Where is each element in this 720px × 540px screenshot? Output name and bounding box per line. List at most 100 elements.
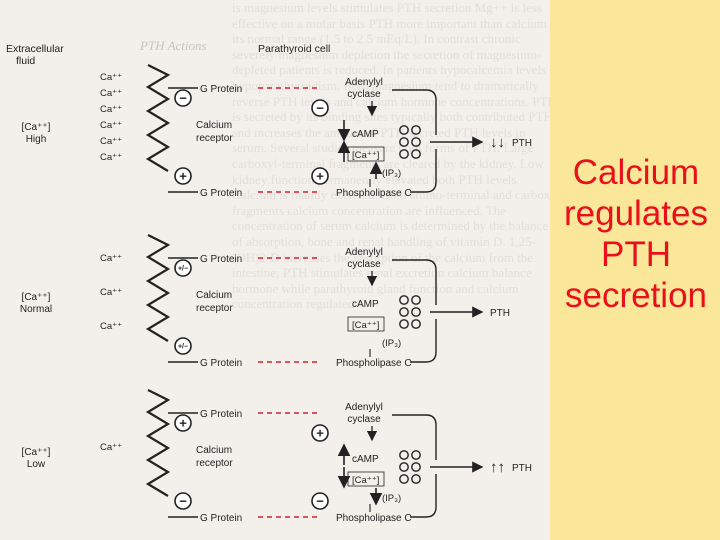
- ip3-label: (IP₃): [382, 493, 401, 504]
- receptor-top-sign: +: [179, 416, 187, 431]
- extracellular-heading-line2: fluid: [16, 55, 35, 67]
- adenylyl-label-line1: Adenylyl: [345, 77, 383, 88]
- pth-label: PTH: [490, 308, 510, 319]
- g-protein-bottom-label: G Protein: [200, 513, 242, 524]
- receptor-membrane-zigzag: [145, 64, 171, 172]
- receptor-bottom-sign: +/−: [178, 344, 188, 351]
- adenylyl-pathway-bracket: [392, 414, 437, 460]
- pth-label: PTH: [512, 138, 532, 149]
- phospholipase-pathway-bracket: [410, 149, 437, 193]
- ecf-state-label: Low: [27, 459, 46, 470]
- slide-title-line: Calcium: [572, 153, 700, 192]
- parathyroid-cell-heading: Parathyroid cell: [258, 43, 330, 55]
- receptor-label-line2: receptor: [196, 303, 233, 314]
- pth-change-arrows: ↑↑: [490, 459, 505, 476]
- ecf-calcium-label: [Ca⁺⁺]: [22, 122, 51, 133]
- phospholipase-pathway-bracket: [410, 319, 437, 363]
- slide-title-line: regulates: [564, 194, 708, 233]
- receptor-label-line2: receptor: [196, 458, 233, 469]
- adenylyl-label-line2: cyclase: [347, 259, 381, 270]
- ecf-state-label: High: [26, 134, 47, 145]
- pth-vesicle: [411, 474, 421, 484]
- phospholipase-label: Phospholipase C: [336, 513, 412, 524]
- receptor-label-line1: Calcium: [196, 290, 232, 301]
- adenylyl-sign-circle: [311, 424, 329, 442]
- pth-vesicle: [399, 125, 409, 135]
- receptor-label-line1: Calcium: [196, 445, 232, 456]
- pth-vesicle: [411, 149, 421, 159]
- receptor-membrane-zigzag: [145, 234, 171, 342]
- panel-normal: [Ca⁺⁺]NormalCa⁺⁺Ca⁺⁺Ca⁺⁺Calciumreceptor+…: [20, 234, 510, 369]
- pth-label: PTH: [512, 463, 532, 474]
- adenylyl-label-line2: cyclase: [347, 89, 381, 100]
- pth-vesicle: [399, 450, 409, 460]
- g-protein-top-label: G Protein: [200, 409, 242, 420]
- ecf-calcium-label: [Ca⁺⁺]: [22, 447, 51, 458]
- intracellular-calcium-label: [Ca⁺⁺]: [352, 320, 379, 331]
- adenylyl-label-line1: Adenylyl: [345, 402, 383, 413]
- receptor-label-line1: Calcium: [196, 120, 232, 131]
- intracellular-calcium-label: [Ca⁺⁺]: [352, 475, 379, 486]
- intracellular-calcium-label: [Ca⁺⁺]: [352, 150, 379, 161]
- pth-vesicle: [411, 137, 421, 147]
- phospholipase-label: Phospholipase C: [336, 188, 412, 199]
- phospholipase-sign: +: [316, 169, 324, 184]
- receptor-bottom-sign: −: [179, 494, 187, 509]
- intracellular-calcium-box: [347, 471, 385, 487]
- phospholipase-sign: −: [316, 494, 324, 509]
- adenylyl-sign: −: [316, 101, 324, 116]
- ecf-calcium-label: [Ca⁺⁺]: [22, 292, 51, 303]
- camp-label: cAMP: [352, 129, 379, 140]
- camp-label: cAMP: [352, 299, 379, 310]
- camp-label: cAMP: [352, 454, 379, 465]
- adenylyl-label-line2: cyclase: [347, 414, 381, 425]
- adenylyl-sign: +: [316, 426, 324, 441]
- calcium-receptor-diagram: Extracellular fluid Parathyroid cell PTH…: [6, 38, 532, 524]
- receptor-top-sign: +/−: [178, 266, 188, 273]
- g-protein-bottom-label: G Protein: [200, 188, 242, 199]
- pth-vesicle: [399, 474, 409, 484]
- slide-title-line: PTH: [601, 235, 671, 274]
- receptor-bottom-sign-circle: [174, 492, 192, 510]
- extracellular-heading-line1: Extracellular: [6, 43, 64, 55]
- pth-vesicle: [411, 307, 421, 317]
- extracellular-calcium-ion: Ca⁺⁺: [100, 120, 122, 131]
- ecf-state-label: Normal: [20, 304, 52, 315]
- pth-vesicle: [399, 307, 409, 317]
- background-textbook-text: is magnesium levels stimulates PTH secre…: [232, 0, 550, 312]
- extracellular-calcium-ion: Ca⁺⁺: [100, 72, 122, 83]
- receptor-top-sign-circle: [174, 414, 192, 432]
- phospholipase-sign-circle: [311, 492, 329, 510]
- pth-vesicle: [399, 137, 409, 147]
- extracellular-calcium-ion: Ca⁺⁺: [100, 152, 122, 163]
- receptor-bottom-sign-circle: [174, 167, 192, 185]
- g-protein-top-label: G Protein: [200, 84, 242, 95]
- g-protein-bottom-label: G Protein: [200, 358, 242, 369]
- extracellular-calcium-ion: Ca⁺⁺: [100, 442, 122, 453]
- extracellular-calcium-ion: Ca⁺⁺: [100, 88, 122, 99]
- pth-vesicle: [399, 295, 409, 305]
- g-protein-top-label: G Protein: [200, 254, 242, 265]
- pth-vesicle: [411, 462, 421, 472]
- bg-caption: PTH Actions: [139, 38, 207, 53]
- adenylyl-pathway-bracket: [392, 89, 437, 135]
- extracellular-calcium-ion: Ca⁺⁺: [100, 253, 122, 264]
- phospholipase-sign-circle: [311, 167, 329, 185]
- slide-title-line: secretion: [564, 276, 708, 315]
- pth-vesicle: [411, 295, 421, 305]
- intracellular-calcium-box: [347, 316, 385, 332]
- pth-vesicle: [411, 125, 421, 135]
- pth-regulation-figure: is magnesium levels stimulates PTH secre…: [0, 0, 550, 540]
- receptor-top-sign: −: [179, 91, 187, 106]
- pth-vesicle: [411, 450, 421, 460]
- pth-vesicle: [411, 319, 421, 329]
- receptor-label-line2: receptor: [196, 133, 233, 144]
- adenylyl-pathway-bracket: [392, 259, 437, 305]
- pth-vesicle: [399, 319, 409, 329]
- panel-high: [Ca⁺⁺]HighCa⁺⁺Ca⁺⁺Ca⁺⁺Ca⁺⁺Ca⁺⁺Ca⁺⁺Calciu…: [22, 64, 532, 199]
- slide-title: Calcium regulates PTH secretion: [552, 152, 720, 316]
- extracellular-calcium-ion: Ca⁺⁺: [100, 104, 122, 115]
- receptor-top-sign-circle: [174, 89, 192, 107]
- phospholipase-pathway-bracket: [410, 474, 437, 518]
